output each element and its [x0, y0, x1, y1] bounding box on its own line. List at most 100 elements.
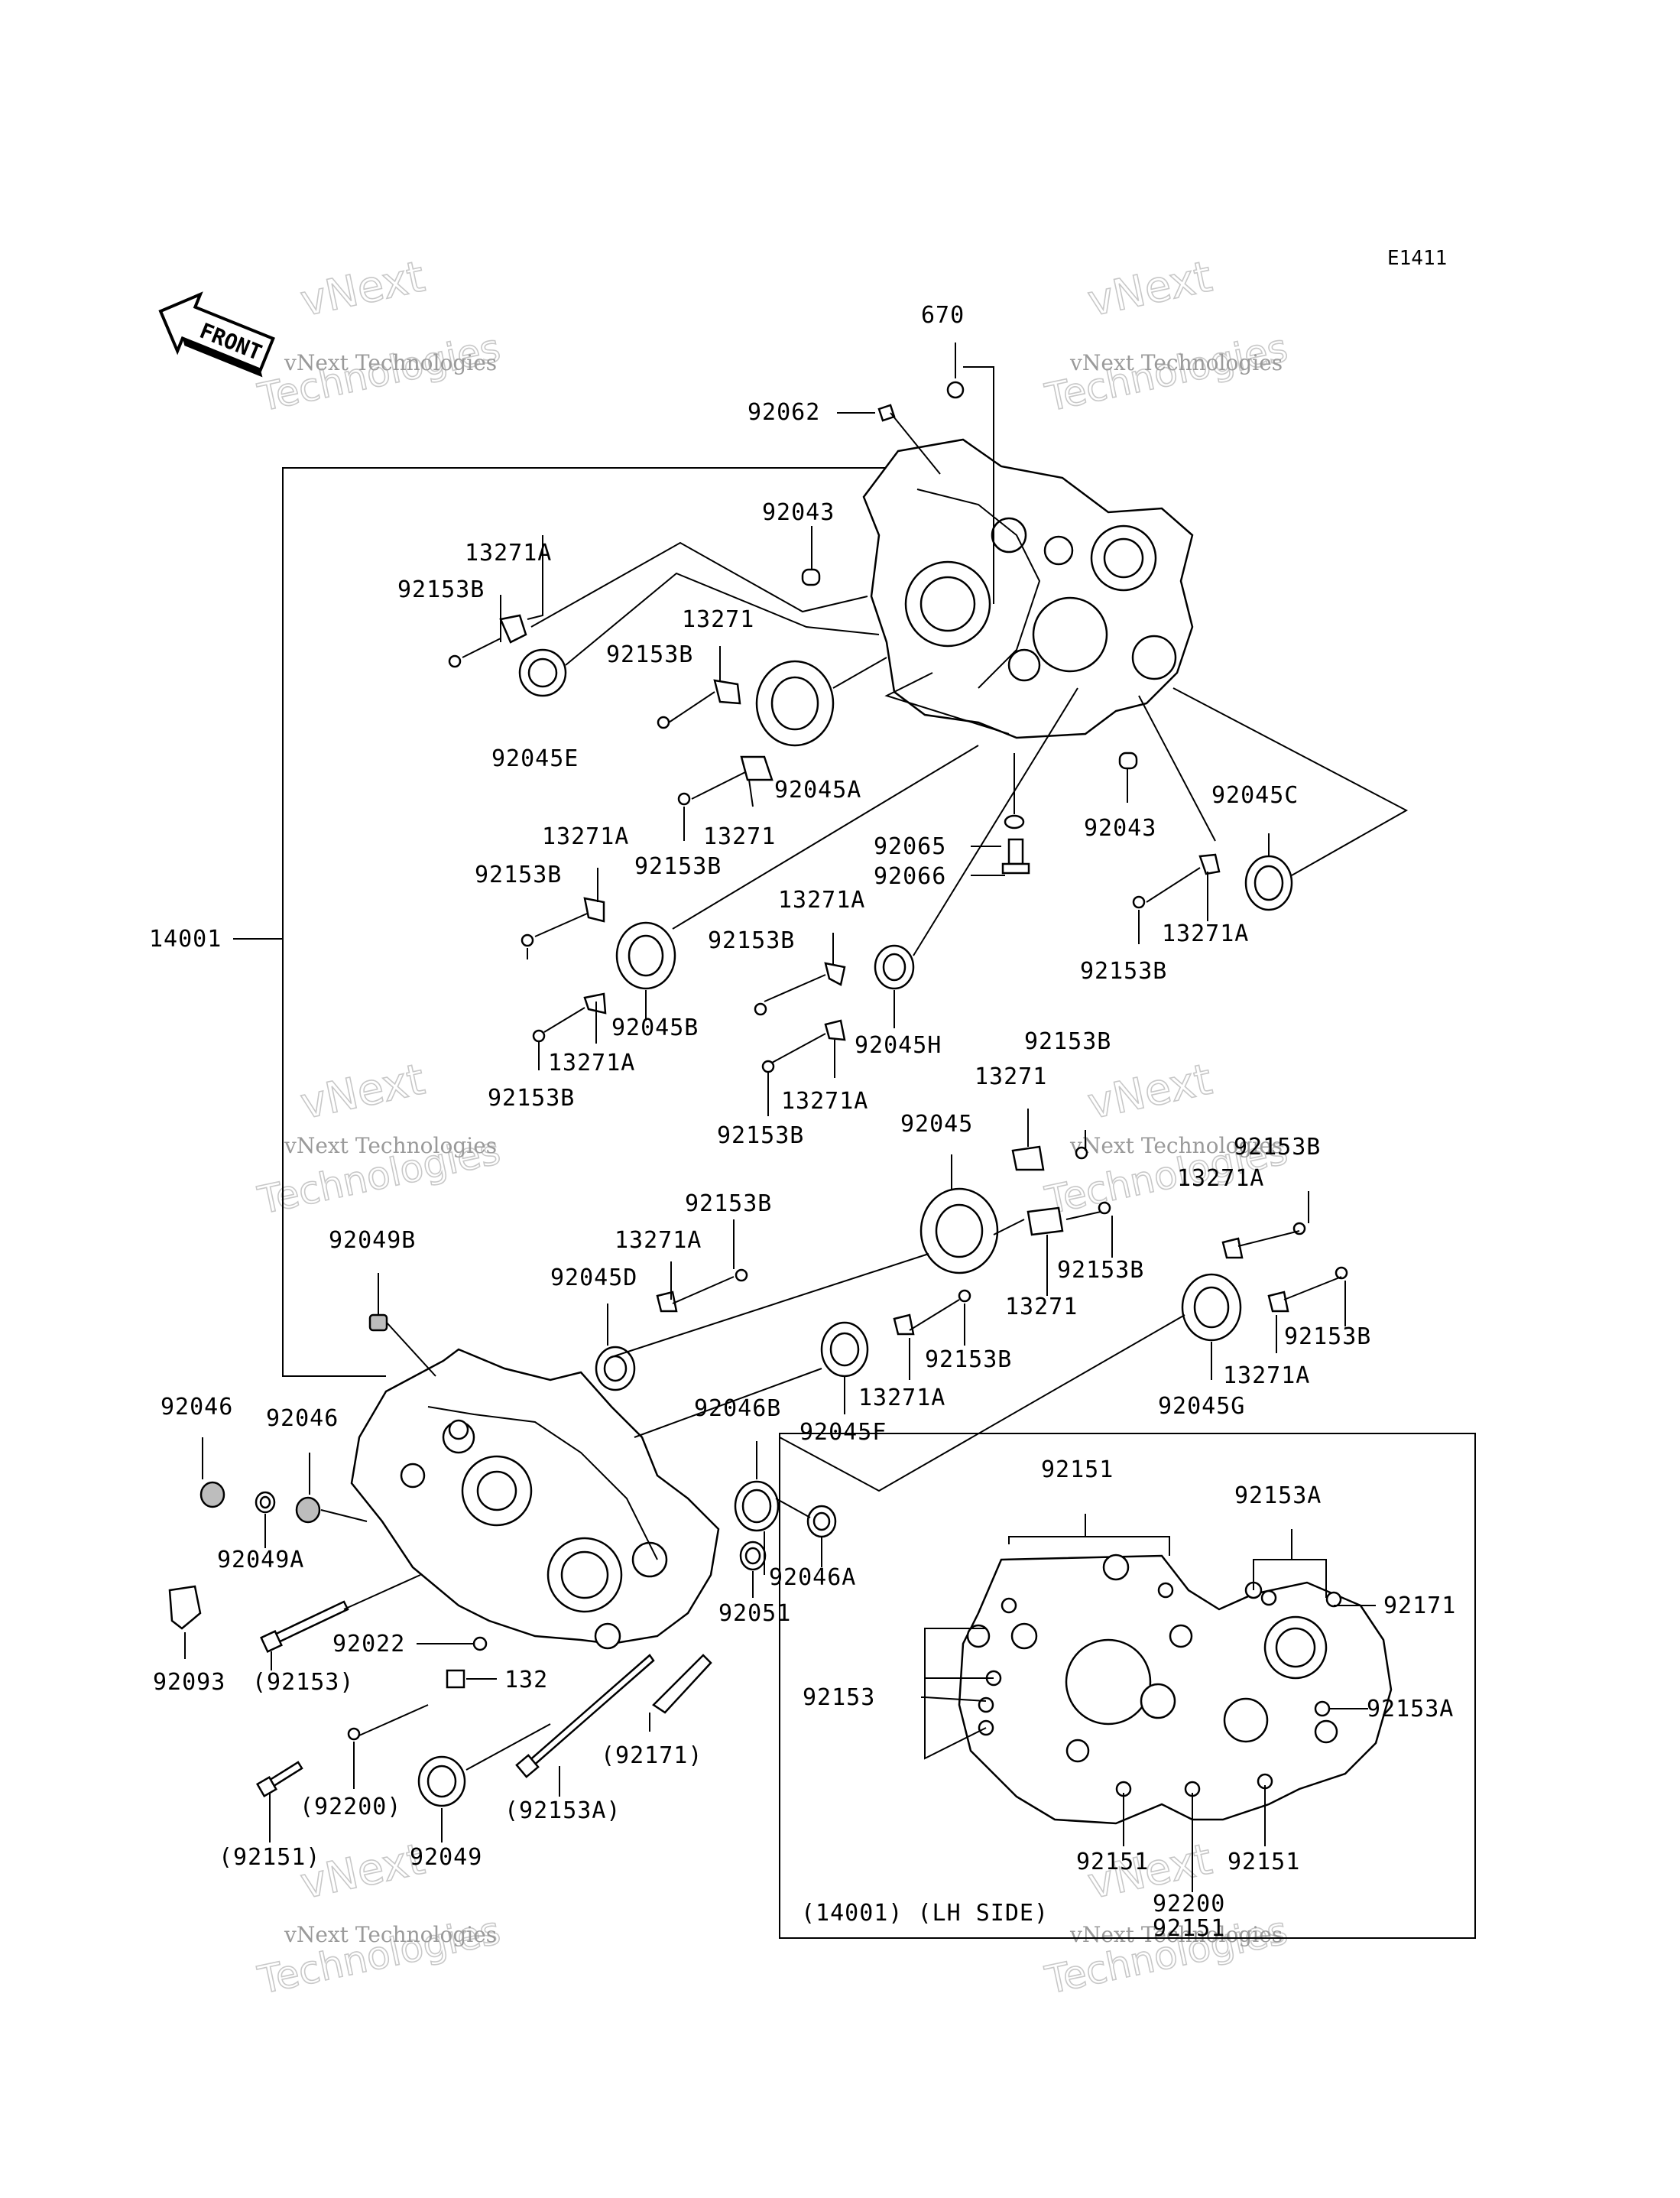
svg-text:vNext Technologies: vNext Technologies: [1069, 1922, 1283, 1947]
label-92153B: 92153B: [1024, 1028, 1111, 1055]
label-92153B: 92153B: [634, 853, 722, 880]
label-92153B: 92153B: [1234, 1134, 1321, 1161]
label-92045F: 92045F: [799, 1419, 887, 1446]
label-92153B: 92153B: [1057, 1257, 1144, 1284]
dowel-pin-92043-2: [1118, 752, 1138, 770]
plug-92093: [168, 1585, 202, 1630]
lh-side-inset-box: [779, 1433, 1476, 1939]
label-13271A: 13271A: [1177, 1165, 1264, 1192]
inset-label-92153: 92153: [803, 1684, 875, 1711]
svg-text:vNext: vNext: [297, 1054, 430, 1129]
label-92022: 92022: [332, 1631, 405, 1657]
label-670: 670: [921, 302, 965, 329]
label-92045D: 92045D: [550, 1265, 637, 1291]
label-13271A: 13271A: [542, 823, 629, 850]
label-92045A: 92045A: [774, 777, 861, 804]
label-13271A: 13271A: [781, 1088, 868, 1115]
label-92171: (92171): [601, 1742, 702, 1769]
label-13271: 13271: [975, 1063, 1047, 1090]
svg-text:vNext Technologies: vNext Technologies: [1069, 1133, 1283, 1158]
bushing-92046-1: [199, 1481, 225, 1508]
label-92051: 92051: [718, 1600, 791, 1627]
label-92153B: 92153B: [1284, 1323, 1371, 1350]
label-92046: 92046: [161, 1394, 233, 1420]
bolt-92153: [260, 1600, 349, 1653]
washer-92200: [347, 1727, 361, 1741]
label-13271A: 13271A: [1223, 1362, 1310, 1389]
inset-label-92151: 92151: [1041, 1456, 1114, 1483]
svg-text:vNext Technologies: vNext Technologies: [284, 350, 497, 375]
inset-label-92153A: 92153A: [1234, 1482, 1322, 1509]
bearing-92045E: [518, 648, 567, 697]
bearing-92045H: [874, 944, 915, 990]
label-92151: (92151): [219, 1844, 320, 1871]
diagram-id: E1411: [1387, 247, 1447, 270]
bearing-92045C: [1244, 855, 1293, 911]
svg-text:vNext: vNext: [297, 252, 430, 326]
label-92153B: 92153B: [606, 641, 693, 668]
assembly-bracket-14001: [282, 467, 898, 1377]
label-92200: (92200): [300, 1794, 401, 1820]
label-92043: 92043: [1084, 815, 1156, 842]
bolt-132: [446, 1669, 465, 1689]
front-arrow-icon: FRONT: [158, 291, 275, 378]
label-92153B: 92153B: [685, 1190, 772, 1217]
needle-bearing-92046B: [734, 1480, 780, 1532]
label-92062: 92062: [748, 399, 820, 426]
label-92045: 92045: [900, 1111, 973, 1138]
label-92093: 92093: [153, 1669, 225, 1696]
label-92153B: 92153B: [475, 862, 562, 888]
label-92046A: 92046A: [769, 1564, 856, 1591]
label-92045E: 92045E: [491, 745, 579, 772]
bearing-92045B: [615, 921, 676, 990]
label-92153B: 92153B: [488, 1085, 575, 1112]
label-13271: 13271: [682, 606, 754, 633]
washer-92065: [1004, 814, 1025, 830]
label-92153B: 92153B: [925, 1346, 1012, 1373]
svg-text:vNext Technologies: vNext Technologies: [284, 1133, 497, 1158]
label-92049B: 92049B: [329, 1227, 416, 1254]
label-92153B: 92153B: [1080, 958, 1167, 985]
svg-text:vNext: vNext: [1084, 252, 1217, 326]
seal-92049A: [255, 1491, 276, 1514]
inset-label-92171: 92171: [1383, 1592, 1456, 1619]
dowel-pin-92043-1: [801, 568, 821, 586]
label-92043: 92043: [762, 499, 835, 526]
washer-92022: [472, 1636, 488, 1651]
label-92153B: 92153B: [397, 576, 485, 603]
cap-92049B: [368, 1313, 388, 1332]
label-92153A: (92153A): [504, 1797, 621, 1824]
label-13271A: 13271A: [465, 540, 552, 567]
label-92045C: 92045C: [1211, 782, 1299, 809]
label-13271A: 13271A: [548, 1050, 635, 1076]
bearing-92045: [919, 1187, 999, 1274]
label-92153B: 92153B: [708, 927, 795, 954]
retainer-plates: [499, 614, 1289, 1336]
label-92066: 92066: [874, 863, 946, 890]
seal-92049: [417, 1755, 466, 1807]
inset-label-92153A: 92153A: [1367, 1696, 1454, 1722]
label-13271A: 13271A: [858, 1385, 945, 1411]
leader-lines: [184, 343, 1409, 1842]
svg-text:vNext: vNext: [1084, 1054, 1217, 1129]
bolt-92066: [1001, 838, 1030, 875]
label-13271A: 13271A: [1162, 920, 1249, 947]
label-92049A: 92049A: [217, 1547, 304, 1573]
inset-label-92151: 92151: [1153, 1915, 1225, 1942]
bearing-92045G: [1181, 1273, 1242, 1342]
label-92153: (92153): [252, 1669, 354, 1696]
right-crankcase-half: [862, 438, 1194, 739]
part-labels: 670 92062 92043 13271A 92153B 13271 9215…: [149, 302, 1456, 1942]
label-13271: 13271: [1005, 1294, 1078, 1320]
label-92045H: 92045H: [855, 1032, 942, 1059]
bearing-92045F: [820, 1321, 869, 1378]
label-92065: 92065: [874, 833, 946, 860]
label-132: 132: [504, 1667, 548, 1693]
left-crankcase-half: [350, 1348, 720, 1650]
label-13271: 13271: [703, 823, 776, 850]
bolt-92153A: [515, 1654, 655, 1778]
bolt-92171: [652, 1654, 712, 1714]
label-13271A: 13271A: [615, 1227, 702, 1254]
svg-text:vNext Technologies: vNext Technologies: [284, 1922, 497, 1947]
